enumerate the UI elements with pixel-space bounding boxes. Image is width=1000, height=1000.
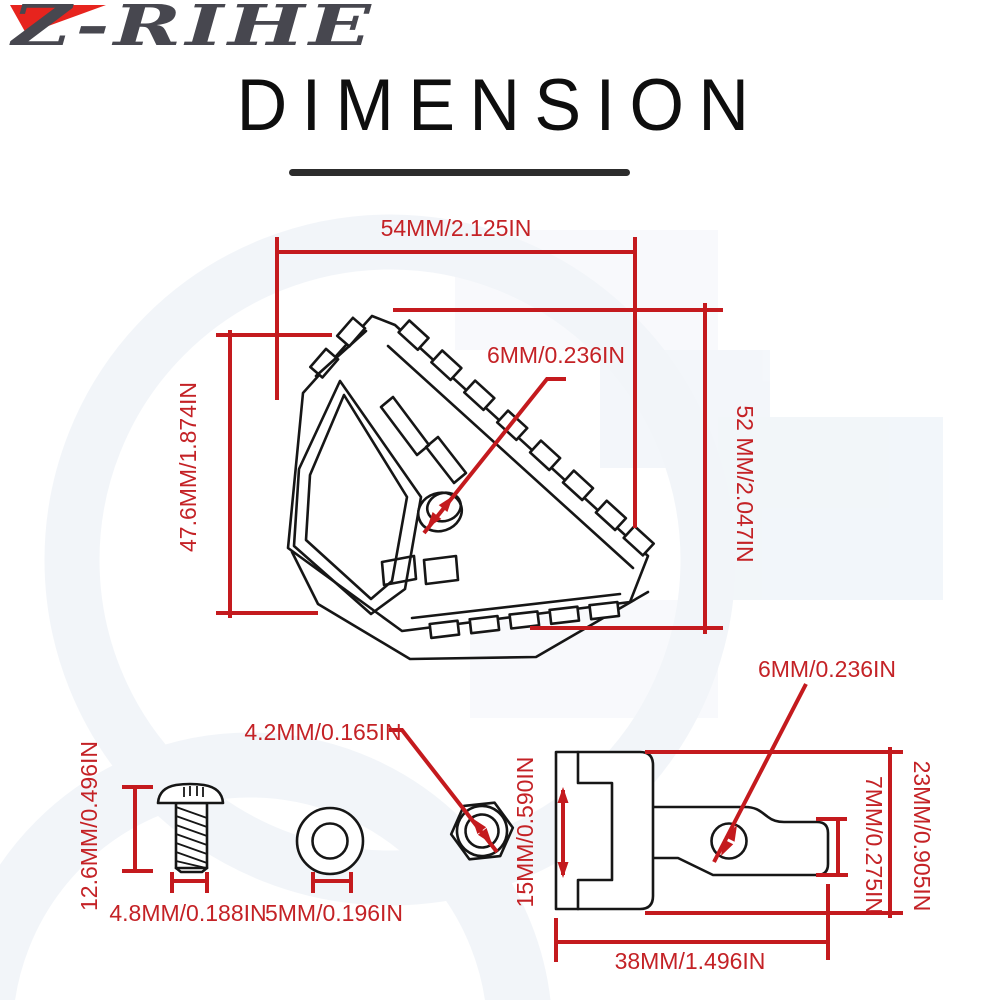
plate-tooth: [428, 619, 461, 640]
washer-outer: [295, 806, 365, 876]
bracket-drawing: [554, 750, 830, 911]
screw-tip: [174, 866, 209, 874]
plate-teeth-top: [308, 316, 367, 379]
bracket-clamp-body: [554, 750, 655, 911]
nut-hole: [464, 813, 500, 849]
dim-label-bracket-slot-height: 15MM/0.590IN: [512, 757, 538, 908]
dim-label-main-hole: 6MM/0.236IN: [487, 342, 625, 368]
dim-label-screw-length: 12.6MM/0.496IN: [76, 741, 102, 911]
dim-label-bracket-total-height: 23MM/0.905IN: [909, 761, 935, 912]
dim-screw-length: 12.6MM/0.496IN: [76, 741, 153, 911]
nut-outer-circle: [455, 804, 509, 858]
dim-label-bracket-width: 38MM/1.496IN: [615, 948, 766, 974]
dim-bracket-hole-leader: 6MM/0.236IN: [712, 656, 896, 863]
dim-bracket-arm-height: 7MM/0.275IN: [816, 776, 887, 914]
plate-slot-1: [379, 395, 431, 457]
bracket-clamp-slot: [576, 750, 614, 911]
logo-text: Z-RIHE: [12, 0, 376, 59]
plate-tooth: [462, 379, 496, 412]
dim-label-nut-hole: 4.2MM/0.165IN: [244, 719, 401, 745]
screw-threads: [175, 806, 208, 869]
dim-washer-hole: 5MM/0.196IN: [265, 872, 403, 926]
dim-main-height-right: 52 MM/2.047IN: [393, 303, 758, 634]
plate-tooth: [430, 349, 463, 382]
dim-label-main-width: 54MM/2.125IN: [381, 215, 532, 241]
dim-nut-hole-leader: 4.2MM/0.165IN: [244, 719, 499, 854]
dim-bracket-total-height: 23MM/0.905IN: [645, 747, 935, 918]
plate-slot-2: [424, 435, 468, 485]
title-underline: [289, 169, 630, 176]
plate-tooth: [588, 600, 621, 621]
brand-logo: Z-RIHE: [10, 0, 371, 59]
screw-head-marks: [183, 786, 204, 797]
plate-pocket-2: [422, 554, 460, 586]
dim-label-bracket-hole: 6MM/0.236IN: [758, 656, 896, 682]
plate-tooth: [594, 499, 628, 532]
dim-main-width: 54MM/2.125IN: [275, 215, 637, 528]
plate-tooth: [561, 469, 595, 502]
dim-main-height-left: 47.6MM/1.874IN: [175, 330, 332, 618]
dim-bracket-slot-height: 15MM/0.590IN: [512, 757, 569, 908]
plate-tooth: [622, 524, 656, 557]
plate-inner-rim-lines: [314, 329, 635, 620]
plate-tooth: [335, 316, 367, 348]
plate-lever-cutout-inner: [304, 393, 409, 601]
main-plate-drawing: [286, 314, 656, 661]
washer-hole: [311, 822, 349, 860]
screw-drawing: [156, 782, 225, 874]
background-watermark: [0, 214, 943, 1000]
plate-tooth: [468, 614, 501, 635]
dim-label-main-height-right: 52 MM/2.047IN: [732, 405, 758, 562]
dim-label-washer-hole: 5MM/0.196IN: [265, 900, 403, 926]
washer-drawing: [295, 806, 365, 876]
plate-lever-cutout-outer: [292, 379, 423, 616]
page-title: DIMENSION: [236, 65, 764, 146]
dim-label-bracket-arm-height: 7MM/0.275IN: [861, 776, 887, 914]
plate-outline: [286, 314, 650, 633]
dim-label-main-height-left: 47.6MM/1.874IN: [175, 382, 201, 552]
dim-screw-diameter: 4.8MM/0.188IN: [109, 872, 267, 926]
plate-teeth-bottom: [428, 600, 621, 640]
plate-pocket-1: [380, 554, 418, 587]
plate-tooth: [508, 610, 541, 630]
dim-bracket-width: 38MM/1.496IN: [554, 884, 830, 974]
plate-tooth: [528, 439, 562, 472]
plate-tooth: [548, 605, 581, 626]
dim-main-hole-leader: 6MM/0.236IN: [422, 342, 625, 535]
plate-tooth: [397, 319, 430, 352]
plate-bottom-flange: [290, 550, 650, 661]
plate-center-hole-inner: [425, 491, 463, 523]
dim-label-screw-diameter: 4.8MM/0.188IN: [109, 900, 266, 926]
